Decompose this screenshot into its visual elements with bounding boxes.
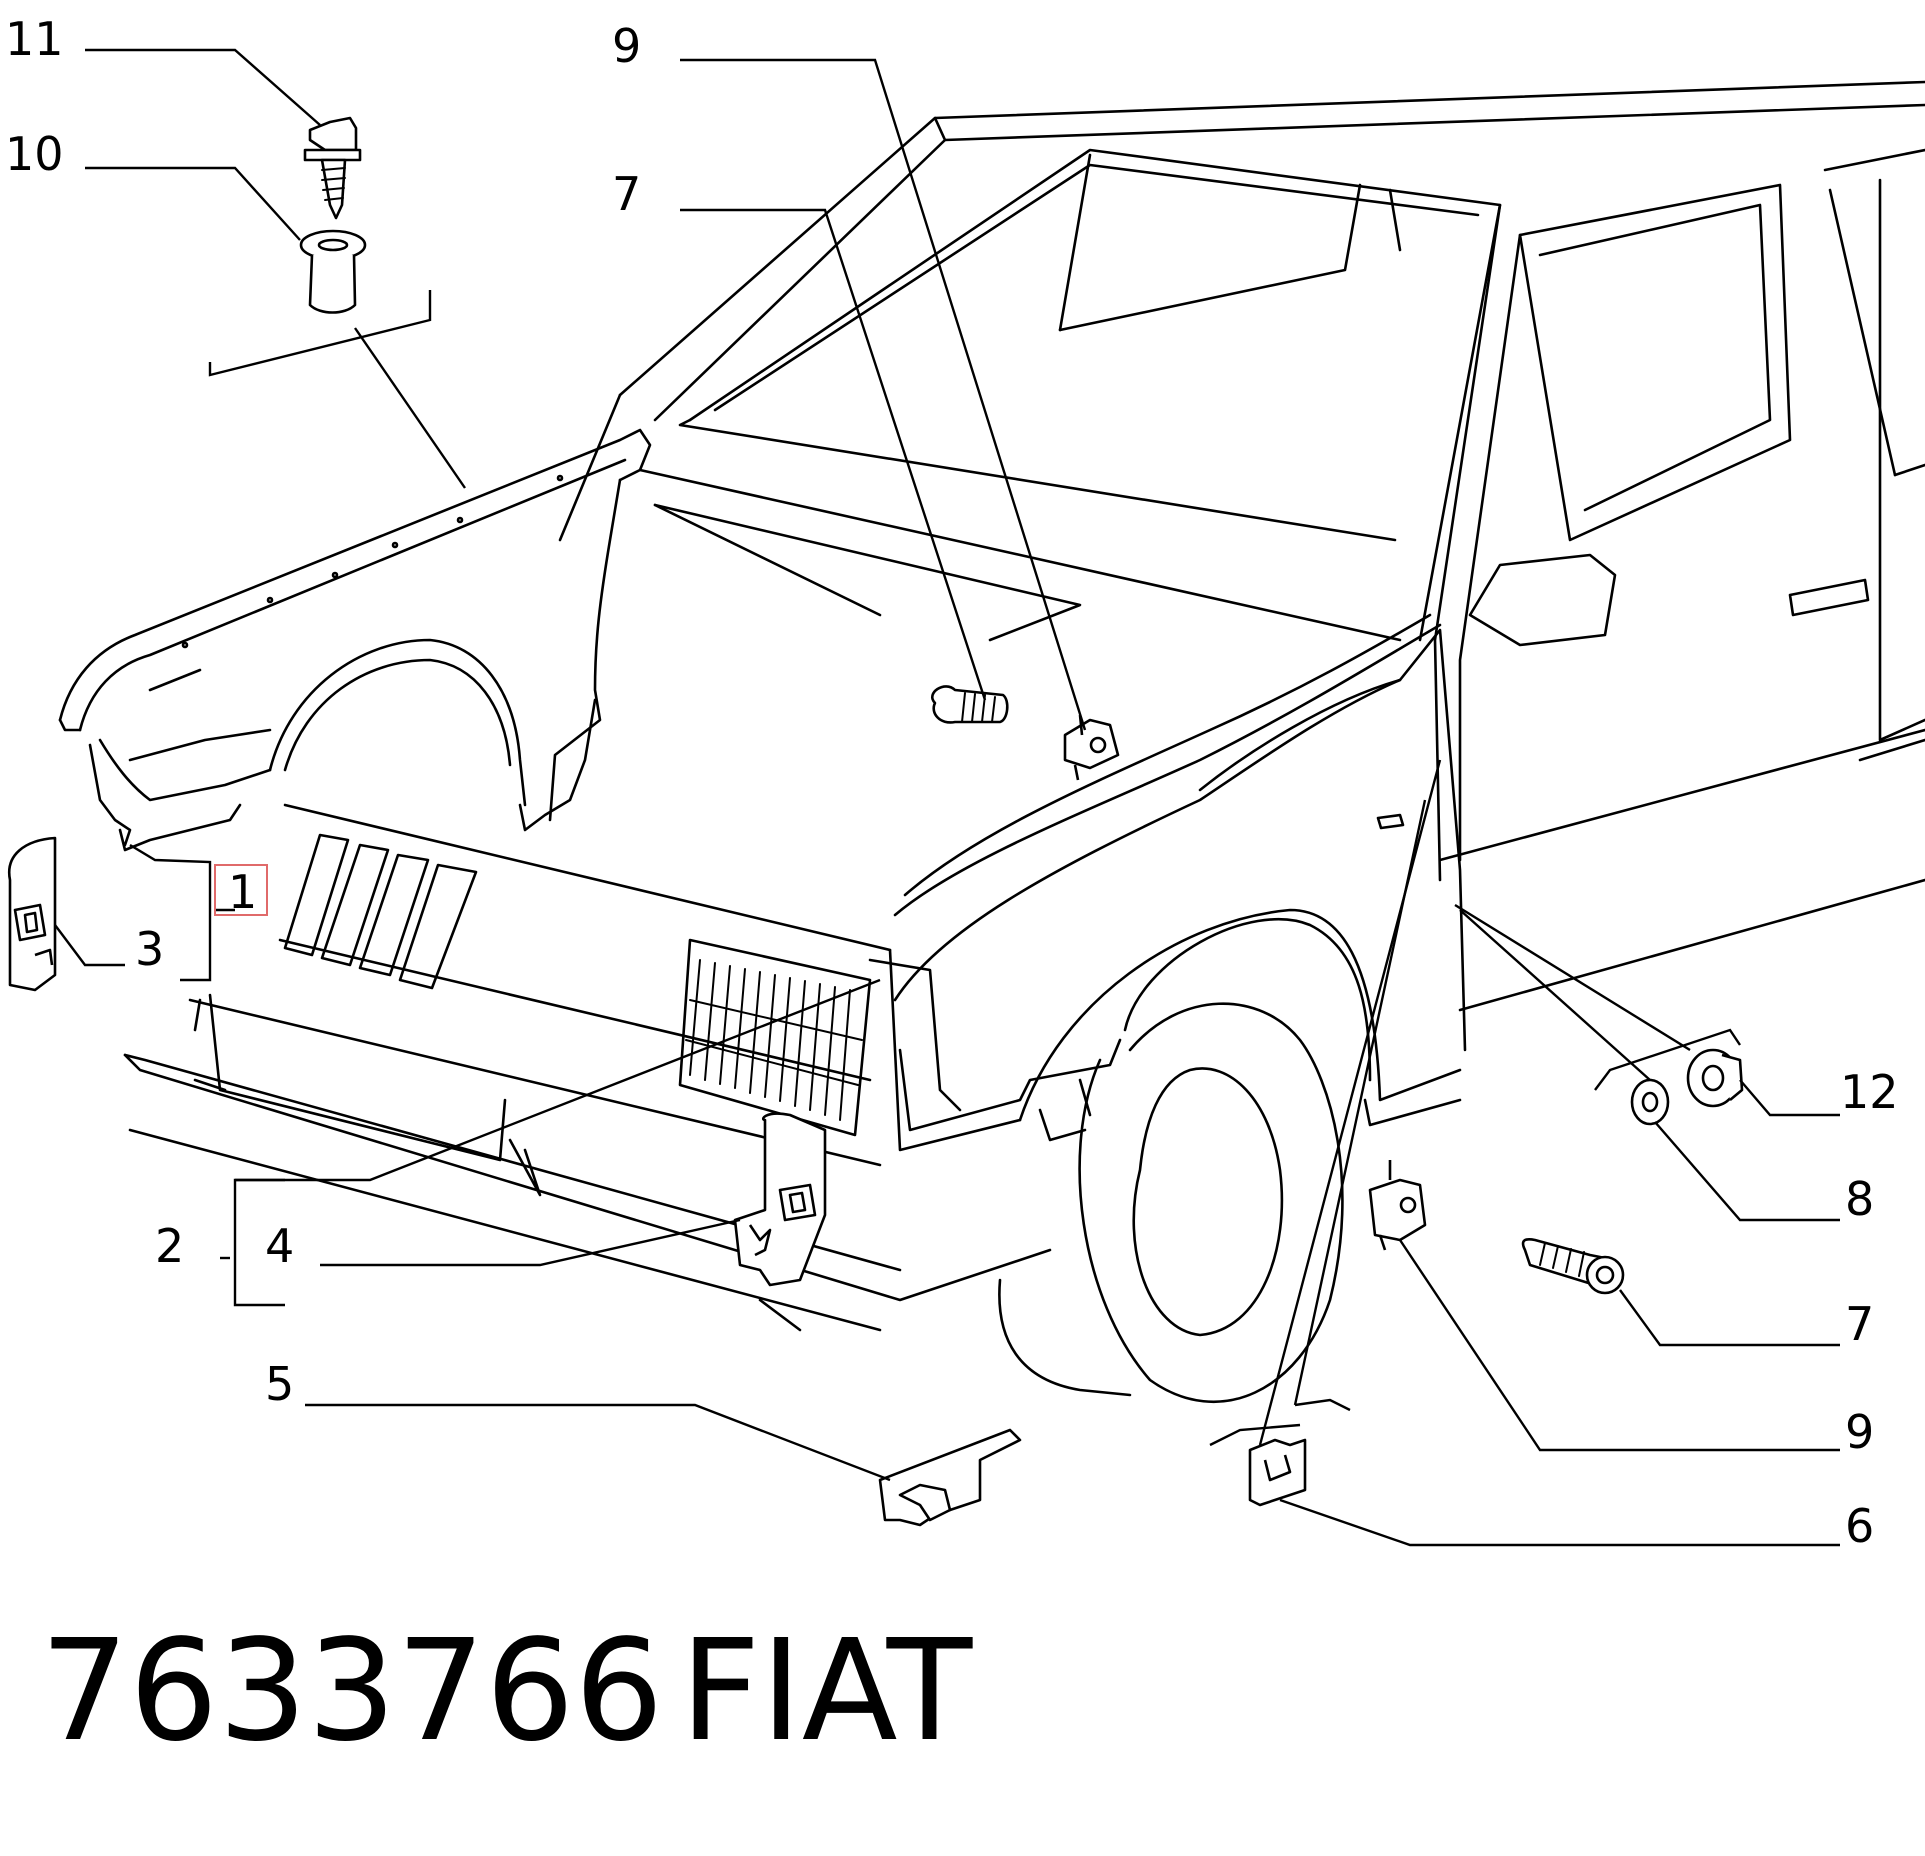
- bolt-part-11: [303, 116, 362, 220]
- car-body-outline: [123, 80, 1925, 1404]
- brand-name: FIAT: [680, 1610, 973, 1773]
- callout-12: 12: [1840, 1065, 1899, 1119]
- callout-7-right: 7: [1845, 1297, 1874, 1351]
- bracket-part-4: [733, 1112, 827, 1287]
- callout-3: 3: [135, 922, 164, 976]
- callout-10: 10: [5, 127, 64, 181]
- bracket-part-5: [878, 1428, 1022, 1527]
- part-number: 7633766: [40, 1610, 664, 1773]
- washer-part-8: [1630, 1078, 1670, 1126]
- nut-insert-part-10: [299, 229, 367, 314]
- callout-6: 6: [1845, 1499, 1874, 1553]
- clip-part-9-top: [1063, 714, 1120, 781]
- screw-part-7-right: [1521, 1238, 1625, 1295]
- clip-part-9-right: [1368, 1160, 1427, 1251]
- fender-panel-part: [58, 428, 652, 852]
- callout-1-highlight: [214, 864, 268, 916]
- screw-part-7-top: [931, 685, 1009, 724]
- leader-lines: [54, 48, 1840, 1547]
- callout-8: 8: [1845, 1172, 1874, 1226]
- callout-2: 2: [155, 1219, 184, 1273]
- callout-4: 4: [265, 1219, 294, 1273]
- callout-1: 1: [228, 865, 257, 919]
- callout-9-top: 9: [612, 19, 641, 73]
- callout-labels: 11 10 9 7 1 3 2 4 5 12 8 7 9 6: [5, 12, 1899, 1553]
- clip-part-6: [1248, 1438, 1307, 1507]
- bracket-part-3: [7, 836, 57, 992]
- callout-7-top: 7: [612, 167, 641, 221]
- callout-11: 11: [5, 12, 64, 66]
- grommet-part-12: [1686, 1048, 1744, 1108]
- callout-9-right: 9: [1845, 1405, 1874, 1459]
- callout-5: 5: [265, 1357, 294, 1411]
